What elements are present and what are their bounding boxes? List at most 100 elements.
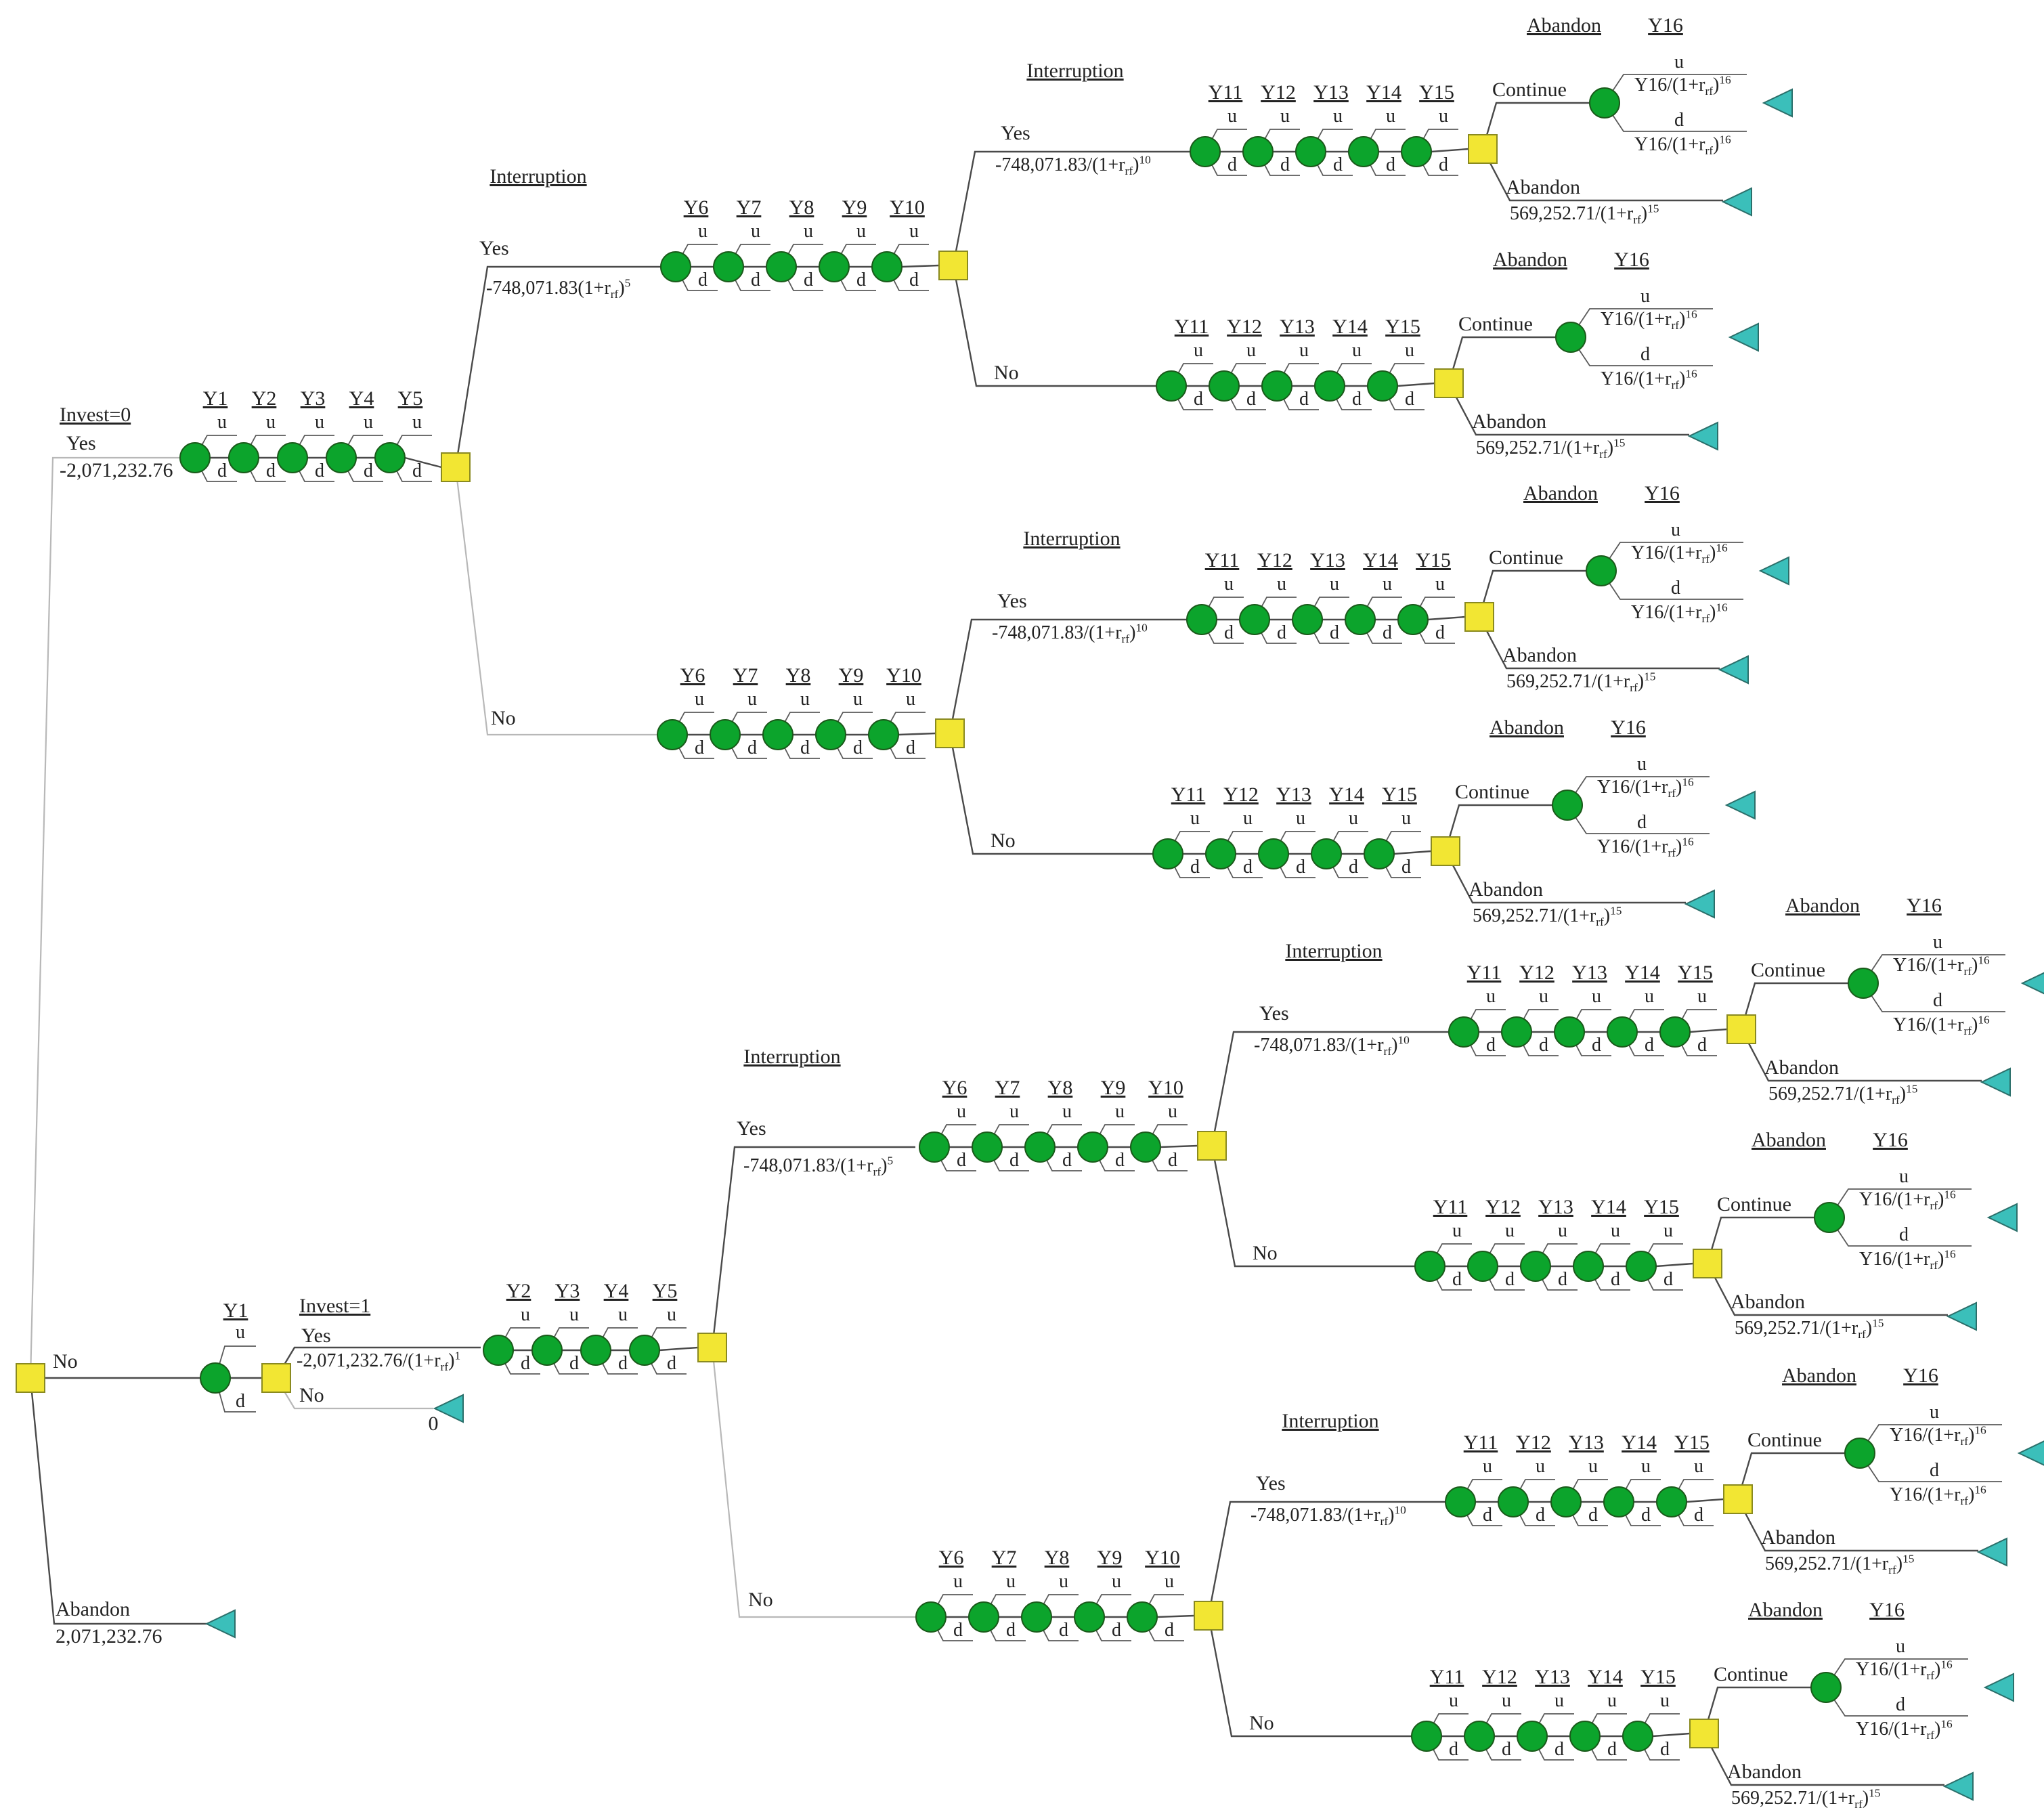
abandon-header: Abandon xyxy=(1489,716,1564,739)
y16-header: Y16 xyxy=(1869,1599,1905,1621)
chance-node-y11 xyxy=(1411,1721,1442,1752)
continue-label: Continue xyxy=(1492,79,1567,101)
chance-node-y4 xyxy=(580,1335,611,1366)
investment-cost: -2,071,232.76 xyxy=(60,459,173,481)
terminal-node xyxy=(1942,1771,1974,1801)
up-label: u xyxy=(236,1322,245,1343)
down-label: d xyxy=(1641,1505,1651,1526)
down-label: d xyxy=(1227,154,1237,175)
terminal-node xyxy=(1986,1203,2018,1232)
year-label-y10: Y10 xyxy=(1145,1547,1180,1569)
y16-down-value: Y16/(1+rrf)16 xyxy=(1890,1483,1986,1507)
no-label: No xyxy=(994,362,1019,384)
chance-node-y14 xyxy=(1348,136,1379,167)
chance-node-y1 xyxy=(179,442,211,473)
abandon-label: Abandon xyxy=(1764,1056,1839,1079)
y16-down-value: Y16/(1+rrf)16 xyxy=(1859,1247,1956,1272)
interruption-header: Interruption xyxy=(1023,527,1120,550)
decision-node xyxy=(935,718,965,748)
chance-node-y16 xyxy=(1844,1438,1875,1469)
chance-node-y13 xyxy=(1292,604,1323,635)
chance-node-y3 xyxy=(531,1335,563,1366)
down-label: d xyxy=(1637,812,1647,833)
abandon-branch xyxy=(1703,1733,1944,1786)
down-label: d xyxy=(953,1620,963,1641)
down-label: d xyxy=(751,270,760,290)
down-label: d xyxy=(698,270,708,290)
up-label: u xyxy=(804,221,813,242)
up-label: u xyxy=(1227,106,1237,127)
interruption-no-branch xyxy=(454,467,666,736)
up-label: u xyxy=(1640,286,1650,307)
abandon-branch xyxy=(1448,383,1689,436)
up-label: u xyxy=(1333,106,1343,127)
up-label: u xyxy=(1386,106,1395,127)
up-label: u xyxy=(1449,1690,1458,1711)
decision-node xyxy=(1693,1249,1722,1278)
abandon-value: 569,252.71/(1+rrf)15 xyxy=(1731,1786,1880,1810)
down-label: d xyxy=(1349,857,1358,878)
abandon-branch xyxy=(1740,1029,1982,1082)
abandon-label: Abandon xyxy=(1472,410,1546,433)
abandon-value: 569,252.71/(1+rrf)15 xyxy=(1765,1552,1914,1576)
year-label-y11: Y11 xyxy=(1430,1666,1464,1688)
year-label-y15: Y15 xyxy=(1416,549,1451,572)
terminal-node xyxy=(1976,1537,2007,1567)
tree-nodes xyxy=(16,87,2044,1801)
year-label-y14: Y14 xyxy=(1591,1196,1626,1218)
down-label: d xyxy=(1190,857,1200,878)
down-label: d xyxy=(1505,1269,1515,1290)
chance-node-y15 xyxy=(1626,1251,1657,1282)
chance-node-y11 xyxy=(1445,1486,1476,1517)
decision-node xyxy=(1468,134,1498,164)
up-label: u xyxy=(1641,1456,1651,1477)
up-label: u xyxy=(1452,1220,1462,1241)
up-label: u xyxy=(1280,106,1290,127)
down-label: d xyxy=(1697,1035,1707,1056)
chance-node-y13 xyxy=(1261,370,1292,402)
down-label: d xyxy=(1333,154,1343,175)
chain-end-line xyxy=(1160,1144,1198,1148)
decision-node xyxy=(1689,1719,1719,1748)
year-label-y3: Y3 xyxy=(301,387,326,410)
chance-node-y8 xyxy=(762,719,793,750)
chance-node-y14 xyxy=(1345,604,1376,635)
year-label-y10: Y10 xyxy=(890,196,925,219)
year-label-y13: Y13 xyxy=(1313,81,1349,104)
down-label: d xyxy=(1401,857,1411,878)
chain-end-line xyxy=(404,456,442,469)
interruption-cost: -748,071.83/(1+rrf)10 xyxy=(995,153,1151,177)
y16-up-value: Y16/(1+rrf)16 xyxy=(1893,953,1990,978)
decision-node xyxy=(1434,368,1464,398)
interruption-header: Interruption xyxy=(1285,940,1382,962)
tree-labels: Invest=0Yes-2,071,232.76udY1udY2udY3udY4… xyxy=(53,14,1990,1810)
up-label: u xyxy=(1349,808,1358,829)
up-label: u xyxy=(856,221,866,242)
interruption-cost: -748,071.83(1+rrf)5 xyxy=(486,276,630,301)
year-label-y9: Y9 xyxy=(842,196,867,219)
up-label: u xyxy=(1006,1571,1016,1592)
continue-label: Continue xyxy=(1458,313,1533,335)
down-label: d xyxy=(217,460,227,481)
yes-label: Yes xyxy=(1001,122,1030,144)
up-label: u xyxy=(217,412,227,433)
down-label: d xyxy=(906,737,915,758)
chance-node-y12 xyxy=(1239,604,1270,635)
interruption-header: Interruption xyxy=(1282,1410,1378,1432)
chance-node-y14 xyxy=(1603,1486,1634,1517)
chance-node-y14 xyxy=(1607,1016,1638,1048)
terminal-node xyxy=(1724,790,1756,820)
continue-label: Continue xyxy=(1747,1429,1822,1451)
continue-branch xyxy=(1448,336,1571,384)
up-label: u xyxy=(1246,340,1256,361)
chance-node-y10 xyxy=(1127,1601,1158,1633)
up-label: u xyxy=(747,689,757,710)
down-label: d xyxy=(853,737,863,758)
chance-node-y10 xyxy=(868,719,899,750)
up-label: u xyxy=(1645,986,1654,1007)
chain-end-line xyxy=(1686,1498,1724,1503)
chance-node-y16 xyxy=(1810,1672,1842,1703)
chance-node-y16 xyxy=(1552,790,1583,821)
no-label: No xyxy=(491,707,516,729)
down-label: d xyxy=(1933,990,1942,1011)
